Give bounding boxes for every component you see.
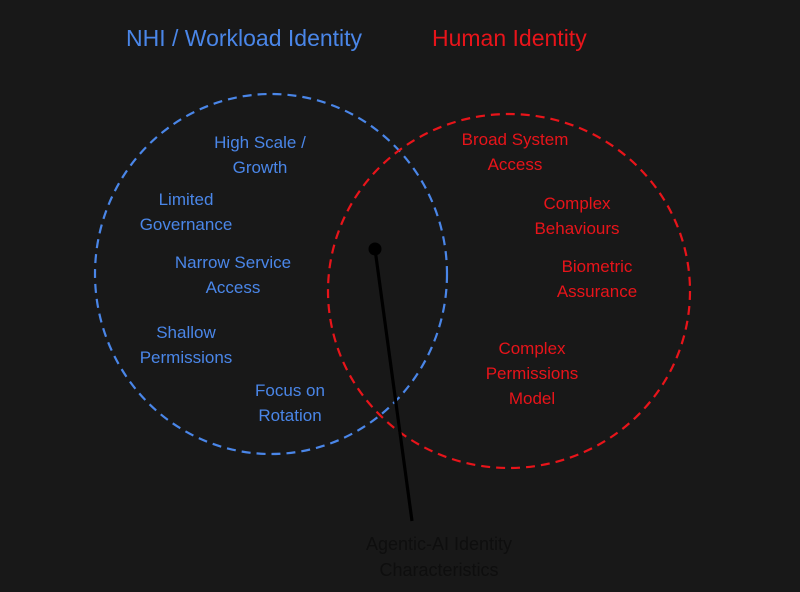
human-trait-biometric: Biometric Assurance <box>556 257 638 301</box>
pointer-dot <box>368 242 382 256</box>
overlap-label: Agentic-AI Identity Characteristics <box>365 534 513 580</box>
human-trait-complex-behaviours: Complex Behaviours <box>534 194 620 238</box>
nhi-trait-focus-rotation: Focus on Rotation <box>255 381 325 425</box>
pointer-line <box>373 248 414 522</box>
nhi-trait-high-scale: High Scale / Growth <box>214 133 306 177</box>
human-circle <box>326 112 692 470</box>
nhi-circle <box>93 92 449 456</box>
human-trait-broad-access: Broad System Access <box>461 130 569 174</box>
nhi-trait-shallow-permissions: Shallow Permissions <box>139 323 233 367</box>
human-trait-complex-permissions: Complex Permissions Model <box>485 339 579 408</box>
human-title: Human Identity <box>432 25 587 51</box>
nhi-title: NHI / Workload Identity <box>126 25 363 51</box>
nhi-trait-limited-governance: Limited Governance <box>139 190 233 234</box>
nhi-trait-narrow-access: Narrow Service Access <box>174 253 292 297</box>
